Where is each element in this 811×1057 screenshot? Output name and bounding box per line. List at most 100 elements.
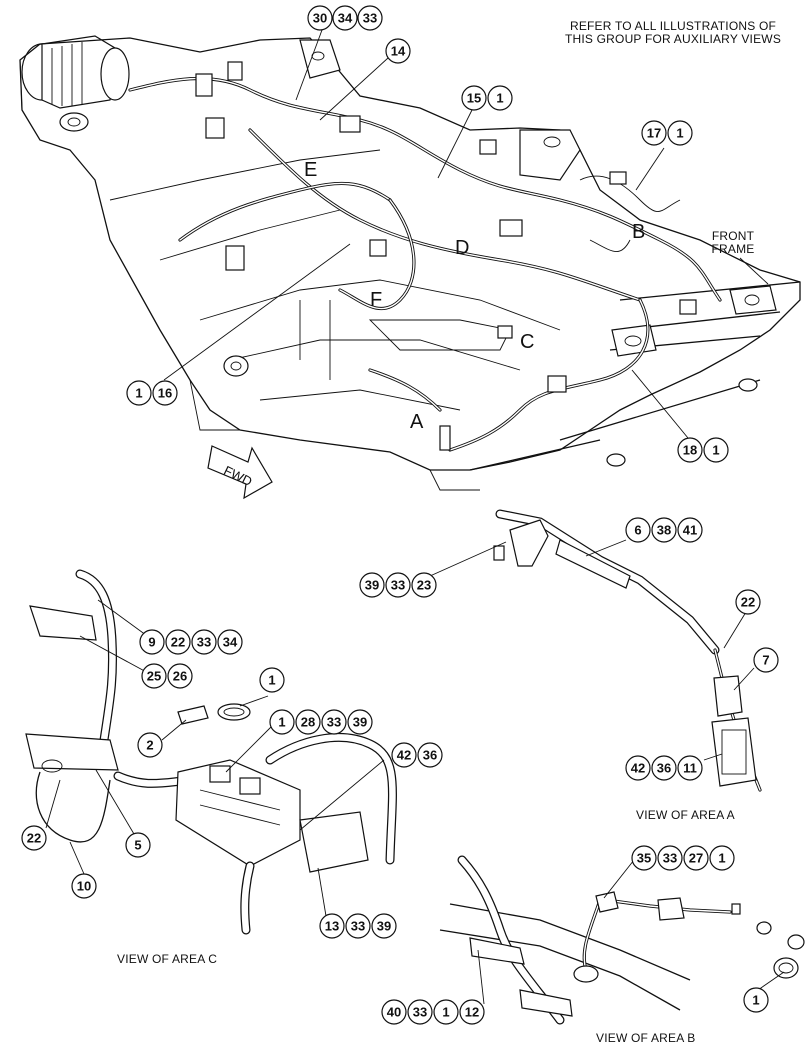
- callout-15: 15: [467, 91, 481, 106]
- callout-39-33-23: 39 33 23: [359, 572, 437, 598]
- callout-22-area-a: 22: [735, 589, 761, 615]
- callout-1-area-c: 1: [259, 667, 285, 693]
- wiring-harness: [128, 61, 722, 452]
- callout-33-d: 33: [351, 919, 365, 934]
- callout-14-num: 14: [391, 44, 406, 59]
- callout-30: 30: [313, 11, 327, 26]
- callout-34: 34: [338, 11, 353, 26]
- callout-2-num: 2: [146, 738, 153, 753]
- auxiliary-views-note: REFER TO ALL ILLUSTRATIONS OF THIS GROUP…: [548, 20, 798, 46]
- callout-2: 2: [137, 732, 163, 758]
- callout-6: 6: [634, 523, 641, 538]
- view-area-a-drawing: [493, 509, 762, 792]
- callout-23: 23: [417, 578, 431, 593]
- area-letter-d: D: [455, 237, 469, 259]
- callout-27: 27: [689, 851, 703, 866]
- callout-22-b: 22: [171, 635, 185, 650]
- area-letter-a: A: [410, 411, 424, 433]
- callout-36-a: 36: [657, 761, 671, 776]
- callout-41: 41: [683, 523, 697, 538]
- callout-1-d: 1: [712, 443, 719, 458]
- forward-arrow: FWD: [207, 445, 273, 500]
- callout-42-a: 42: [631, 761, 645, 776]
- rear-axle-hub: [21, 35, 130, 132]
- callout-1-h: 1: [442, 1005, 449, 1020]
- callout-11: 11: [683, 761, 697, 776]
- view-of-area-c-label: VIEW OF AREA C: [117, 952, 218, 966]
- callout-28: 28: [301, 715, 315, 730]
- callout-25-26: 25 26: [141, 663, 193, 689]
- callout-35-33-27-1: 35 33 27 1: [631, 845, 735, 871]
- callout-1-a: 1: [496, 91, 503, 106]
- callout-1-i: 1: [752, 993, 759, 1008]
- callout-33-f: 33: [413, 1005, 427, 1020]
- callout-1-e: 1: [268, 673, 275, 688]
- callout-5-num: 5: [134, 838, 141, 853]
- callout-39-a: 39: [365, 578, 379, 593]
- callout-9-22-33-34: 9 22 33 34: [139, 629, 243, 655]
- machine-frame-drawing: [19, 35, 801, 491]
- callout-10-num: 10: [77, 879, 91, 894]
- callout-33-e: 33: [663, 851, 677, 866]
- note-line-2: THIS GROUP FOR AUXILIARY VIEWS: [564, 32, 782, 46]
- callout-40: 40: [387, 1005, 401, 1020]
- callout-33: 33: [363, 11, 377, 26]
- front-frame-line-1: FRONT: [711, 229, 755, 243]
- callout-1-g: 1: [718, 851, 725, 866]
- callout-6-38-41: 6 38 41: [625, 517, 703, 543]
- callout-35: 35: [637, 851, 651, 866]
- front-frame-label: FRONT FRAME: [700, 230, 766, 256]
- callout-36-b: 36: [423, 748, 437, 763]
- callout-1-area-b: 1: [743, 987, 769, 1013]
- callout-18: 18: [683, 443, 697, 458]
- callout-9: 9: [148, 635, 155, 650]
- callout-34-b: 34: [223, 635, 238, 650]
- callout-7: 7: [753, 647, 779, 673]
- callout-25: 25: [147, 669, 161, 684]
- area-letter-f: F: [370, 289, 382, 311]
- callout-33-c: 33: [327, 715, 341, 730]
- area-letter-b: B: [632, 221, 645, 243]
- view-of-area-a-label: VIEW OF AREA A: [636, 808, 735, 822]
- callout-13: 13: [325, 919, 339, 934]
- callout-22-c: 22: [27, 831, 41, 846]
- callout-17: 17: [647, 126, 661, 141]
- frame-outline: [19, 37, 801, 471]
- callout-1-c: 1: [135, 386, 142, 401]
- callout-1-f: 1: [278, 715, 285, 730]
- view-area-b-drawing: [439, 855, 805, 1025]
- callout-15-1: 15 1: [461, 85, 513, 111]
- front-frame-line-2: FRAME: [711, 242, 755, 256]
- callout-39-c: 39: [377, 919, 391, 934]
- callout-30-34-33: 30 34 33: [307, 5, 383, 31]
- callout-42-36-11: 42 36 11: [625, 755, 703, 781]
- callout-18-1: 18 1: [677, 437, 729, 463]
- callout-39-b: 39: [353, 715, 367, 730]
- note-line-1: REFER TO ALL ILLUSTRATIONS OF: [569, 19, 777, 33]
- callout-5: 5: [125, 832, 151, 858]
- callout-42-36: 42 36: [391, 742, 443, 768]
- view-of-area-b-label: VIEW OF AREA B: [596, 1031, 696, 1045]
- callout-22-a: 22: [741, 595, 755, 610]
- area-letter-c: C: [520, 331, 534, 353]
- callout-1-16: 1 16: [126, 380, 178, 406]
- callout-12: 12: [465, 1005, 479, 1020]
- callout-42-b: 42: [397, 748, 411, 763]
- callout-26: 26: [173, 669, 187, 684]
- callout-7-num: 7: [762, 653, 769, 668]
- callout-10: 10: [71, 873, 97, 899]
- callout-1-b: 1: [676, 126, 683, 141]
- area-letter-e: E: [304, 159, 317, 181]
- callout-1-28-33-39: 1 28 33 39: [269, 709, 373, 735]
- callout-33-b: 33: [197, 635, 211, 650]
- callout-40-33-1-12: 40 33 1 12: [381, 999, 485, 1025]
- callout-22-area-c: 22: [21, 825, 47, 851]
- leader-lines: [45, 29, 785, 1005]
- callout-38: 38: [657, 523, 671, 538]
- callout-13-33-39: 13 33 39: [319, 913, 397, 939]
- callout-17-1: 17 1: [641, 120, 693, 146]
- view-area-c-drawing: [25, 569, 397, 935]
- callout-16: 16: [158, 386, 172, 401]
- callout-33-a: 33: [391, 578, 405, 593]
